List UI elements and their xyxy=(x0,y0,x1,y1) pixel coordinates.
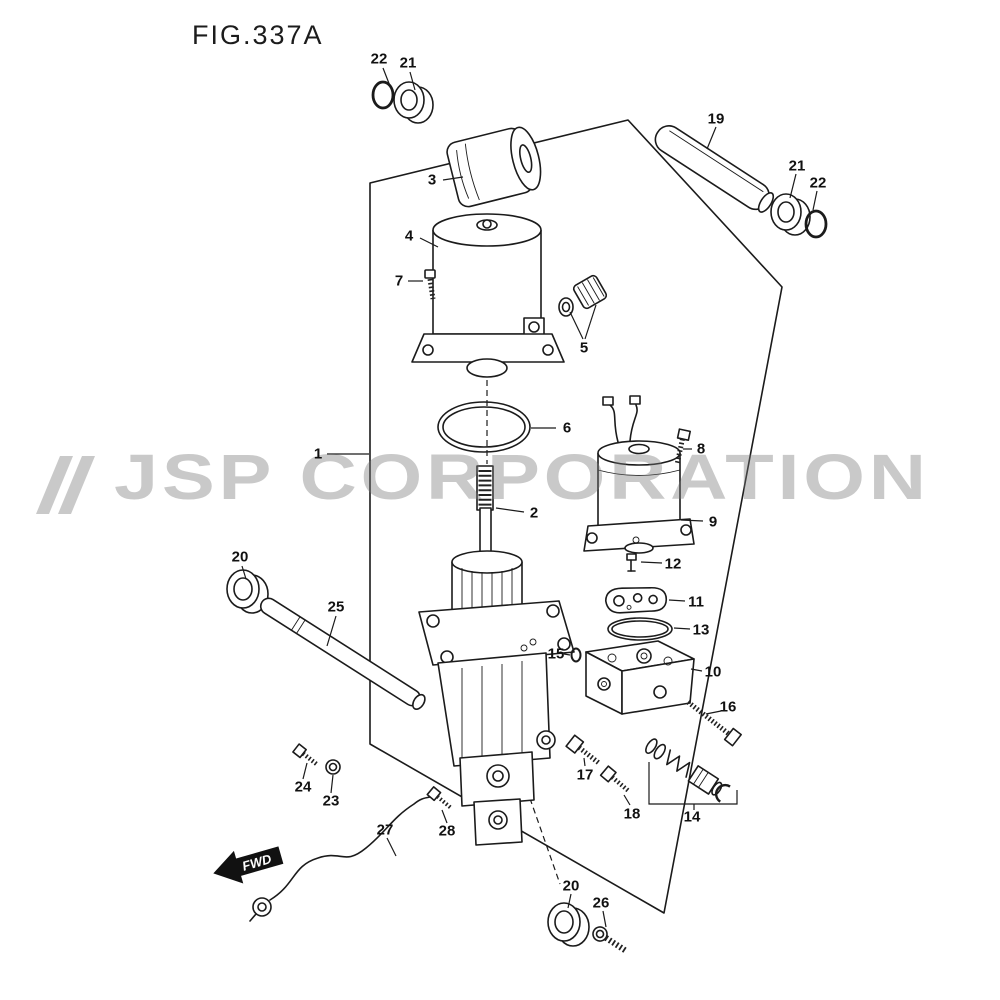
part-23-washer xyxy=(325,759,341,775)
callout-17: 17 xyxy=(576,766,594,784)
callout-2: 2 xyxy=(529,504,539,522)
figure-title: FIG.337A xyxy=(192,20,324,50)
callout-8: 8 xyxy=(696,440,706,458)
part-5-coupler xyxy=(558,274,608,317)
part-19-tube xyxy=(654,125,775,213)
part-9-pump-motor xyxy=(583,395,695,554)
part-11-gasket xyxy=(604,586,668,614)
part-13-oring xyxy=(607,617,673,641)
callout-11: 11 xyxy=(688,593,704,611)
callout-1: 1 xyxy=(313,445,323,463)
part-8-bolt xyxy=(674,428,692,464)
callout-16: 16 xyxy=(719,698,737,716)
part-3-bushing xyxy=(446,126,542,208)
part-26-bolt xyxy=(592,926,627,953)
fwd-arrow: FWD xyxy=(213,846,284,884)
callout-21-top: 21 xyxy=(399,54,417,72)
callout-5: 5 xyxy=(579,339,589,357)
callout-24: 24 xyxy=(294,778,312,796)
part-18-bolt xyxy=(599,765,631,794)
part-22-snap-ring-right xyxy=(804,209,828,239)
part-27-ground-cable xyxy=(249,796,431,922)
part-16-bolt xyxy=(686,700,742,747)
callout-9: 9 xyxy=(708,513,718,531)
leader-lines xyxy=(241,67,818,928)
callout-13: 13 xyxy=(692,621,710,639)
callout-22-top: 22 xyxy=(370,50,388,68)
part-12-clip xyxy=(626,553,637,572)
part-1-trim-cylinder-body xyxy=(418,550,575,846)
callout-28: 28 xyxy=(438,822,456,840)
callout-22-right: 22 xyxy=(809,174,827,192)
callout-14: 14 xyxy=(683,808,701,826)
part-20-collar-bottom xyxy=(547,902,590,947)
part-28-screw xyxy=(426,786,452,809)
callout-10: 10 xyxy=(704,663,722,681)
part-25-shaft xyxy=(259,597,426,711)
frame-border xyxy=(369,119,783,914)
part-24-screw xyxy=(292,743,318,766)
part-17-bolt xyxy=(565,734,601,765)
callout-4: 4 xyxy=(404,227,414,245)
callout-20-bottom: 20 xyxy=(562,877,580,895)
part-14-valve-stack xyxy=(645,738,738,810)
part-21-collar-right xyxy=(770,193,811,236)
callout-12: 12 xyxy=(664,555,682,573)
callout-27: 27 xyxy=(376,821,394,839)
part-20-collar-left xyxy=(226,569,269,614)
part-7-screw xyxy=(424,269,436,300)
callout-18: 18 xyxy=(623,805,641,823)
callout-19: 19 xyxy=(707,110,725,128)
part-4-motor-cap xyxy=(411,213,565,378)
part-22-snap-ring-top xyxy=(371,80,395,110)
callout-7: 7 xyxy=(394,272,404,290)
part-15-small-oring xyxy=(570,647,582,663)
callout-20-left: 20 xyxy=(231,548,249,566)
part-10-pump-body xyxy=(585,640,695,715)
callout-21-right: 21 xyxy=(788,157,806,175)
callout-26: 26 xyxy=(592,894,610,912)
callout-15: 15 xyxy=(547,645,565,663)
part-6-oring xyxy=(437,401,531,453)
part-21-collar-top xyxy=(393,81,434,124)
part-2-piston-rod xyxy=(476,465,494,565)
callout-25: 25 xyxy=(327,598,345,616)
callout-3: 3 xyxy=(427,171,437,189)
callout-23: 23 xyxy=(322,792,340,810)
callout-6: 6 xyxy=(562,419,572,437)
